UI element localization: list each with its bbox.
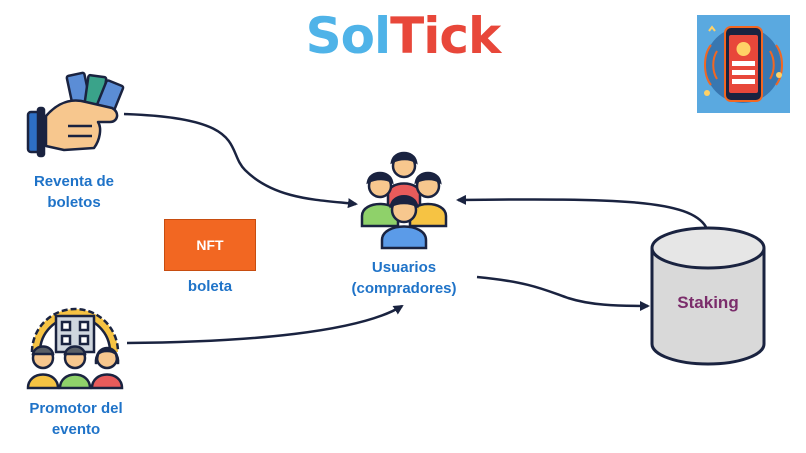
- user-group-icon: [360, 151, 448, 250]
- users-label: Usuarios (compradores): [334, 257, 474, 299]
- phone-ticket-icon: [704, 25, 783, 103]
- arrow-promoter-to-users: [126, 304, 404, 345]
- arrow-resale-to-users: [123, 112, 358, 209]
- resale-label: Reventa de boletos: [14, 171, 134, 213]
- mobile-ticket-app-icon: [697, 15, 790, 113]
- promoter-label: Promotor del evento: [14, 398, 138, 440]
- arrow-users-to-staking: [476, 275, 650, 311]
- event-promoters-icon: [26, 307, 124, 390]
- logo-part-sol: Sol: [305, 7, 391, 65]
- resale-label-line2: boletos: [47, 194, 101, 211]
- staking-label: Staking: [677, 293, 739, 312]
- nft-caption: boleta: [187, 278, 233, 295]
- database-cylinder-icon: [650, 226, 766, 366]
- users-label-line2: (compradores): [351, 280, 457, 297]
- users-label-line1: Usuarios: [371, 259, 437, 276]
- logo-part-tick: Tick: [390, 7, 501, 65]
- hand-tickets-icon: [26, 71, 125, 158]
- nft-box: NFT: [164, 219, 256, 271]
- promoter-label-line1: Promotor del: [29, 400, 123, 417]
- app-logo: SolTick: [0, 4, 806, 68]
- resale-label-line1: Reventa de: [33, 173, 115, 190]
- promoter-label-line2: evento: [51, 421, 101, 438]
- arrow-staking-to-users: [456, 194, 708, 228]
